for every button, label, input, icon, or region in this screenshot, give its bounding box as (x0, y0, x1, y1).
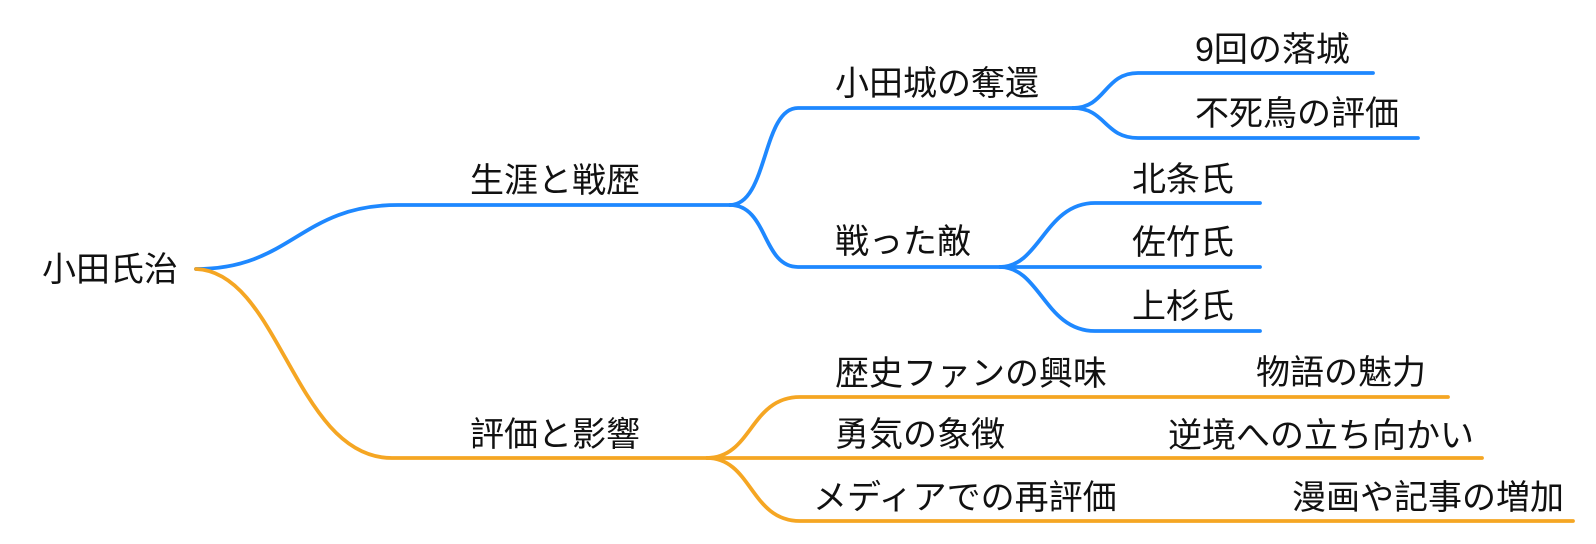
link-life-history-to-enemies (728, 203, 1002, 269)
link-enemies-to-hojo (998, 201, 1262, 269)
link-odajo-recapture-to-nine-falls (1071, 71, 1375, 110)
node-enemies[interactable]: 戦った敵 (835, 223, 971, 261)
node-history-fans[interactable]: 歴史ファンの興味 (835, 355, 1107, 393)
node-story-appeal[interactable]: 物語の魅力 (1256, 354, 1426, 392)
blue-branch-links (194, 71, 1420, 333)
node-media-reappraisal[interactable]: メディアでの再評価 (813, 479, 1117, 517)
node-evaluation[interactable]: 評価と影響 (470, 416, 640, 454)
node-manga-articles-increase[interactable]: 漫画や記事の増加 (1292, 479, 1564, 517)
link-evaluation-to-media-reappraisal (705, 456, 1575, 523)
node-odajo-recapture[interactable]: 小田城の奪還 (835, 65, 1039, 103)
node-hojo-clan[interactable]: 北条氏 (1132, 161, 1234, 199)
link-life-history-to-odajo-recapture (728, 106, 1075, 207)
orange-branch-links (194, 267, 1575, 523)
node-labels: 小田氏治 生涯と戦歴 小田城の奪還 9回の落城 不死鳥の評価 戦った敵 北条氏 … (42, 31, 1564, 517)
link-enemies-to-uesugi (998, 265, 1262, 333)
node-life-history[interactable]: 生涯と戦歴 (470, 162, 640, 200)
node-courage-symbol[interactable]: 勇気の象徴 (835, 416, 1005, 454)
node-phoenix-reputation[interactable]: 不死鳥の評価 (1195, 95, 1399, 133)
link-root-to-life-history (194, 203, 732, 271)
link-evaluation-to-history-fans (705, 395, 1450, 460)
link-root-to-evaluation (194, 267, 709, 460)
node-uesugi-clan[interactable]: 上杉氏 (1132, 288, 1234, 326)
node-satake-clan[interactable]: 佐竹氏 (1132, 224, 1234, 262)
link-odajo-recapture-to-phoenix-reputation (1071, 106, 1420, 140)
node-root[interactable]: 小田氏治 (42, 251, 178, 289)
node-facing-adversity[interactable]: 逆境への立ち向かい (1168, 417, 1474, 455)
node-nine-falls[interactable]: 9回の落城 (1195, 31, 1350, 69)
